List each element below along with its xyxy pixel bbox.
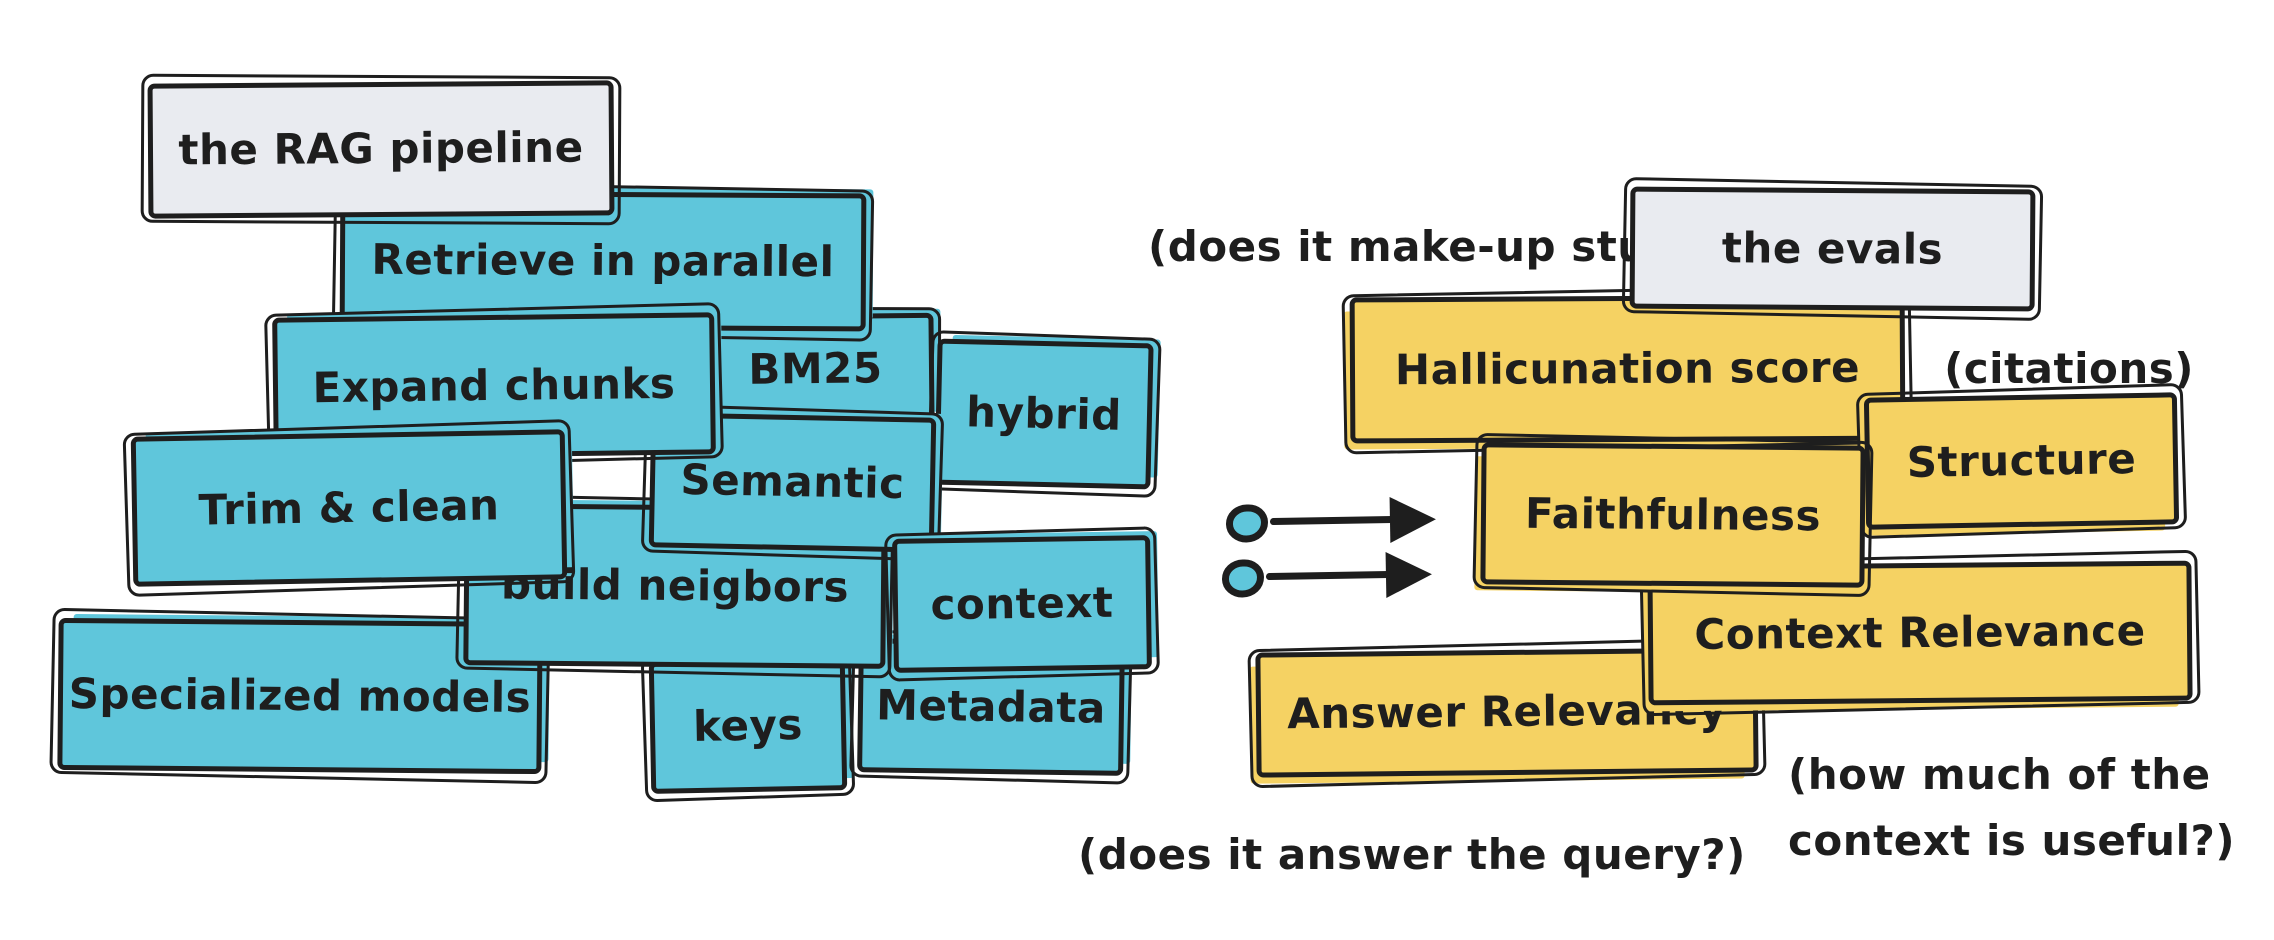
arrow-dot-icon — [1225, 504, 1269, 543]
arrow-head-icon — [1389, 496, 1437, 544]
pipeline-title-box: the RAG pipeline — [147, 80, 615, 219]
box-faithfulness: Faithfulness — [1480, 442, 1866, 588]
box-trim-and-clean: Trim & clean — [130, 429, 568, 587]
box-hallucination-score: Hallicunation score — [1349, 294, 1906, 444]
box-structure: Structure — [1863, 392, 2180, 530]
arrow-top — [1225, 496, 1442, 547]
evals-title-box: the evals — [1629, 186, 2036, 312]
note-how-much-context-useful: (how much of the context is useful?) — [1788, 750, 2236, 865]
arrow-shaft — [1269, 515, 1397, 526]
arrow-head-icon — [1385, 551, 1433, 599]
arrow-dot-icon — [1221, 559, 1265, 598]
arrow-bottom — [1221, 551, 1438, 602]
arrow-shaft — [1265, 570, 1393, 581]
box-context: context — [892, 535, 1152, 673]
note-does-it-make-up-stuff: (does it make-up stuff?) — [1148, 222, 1730, 271]
note-citations: (citations) — [1944, 344, 2194, 393]
box-keys: keys — [648, 658, 848, 794]
note-does-it-answer-query: (does it answer the query?) — [1078, 830, 1746, 879]
box-hybrid: hybrid — [934, 338, 1154, 490]
